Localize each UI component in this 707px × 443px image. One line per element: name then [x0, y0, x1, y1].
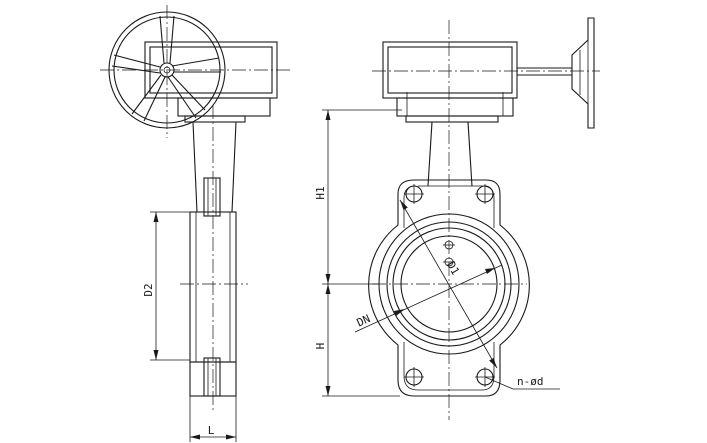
- front-handwheel: [517, 17, 595, 129]
- h1-label: H1: [314, 186, 327, 199]
- side-neck: [192, 121, 237, 217]
- d1-label: D1: [444, 259, 462, 277]
- h-label: H: [314, 343, 327, 350]
- bolt-callout-label: n-ød: [517, 375, 544, 388]
- d2-dimension: [150, 211, 190, 361]
- side-body: [189, 211, 237, 397]
- front-neck: [427, 121, 473, 187]
- l-dimension: [189, 396, 237, 442]
- side-gearbox: [144, 41, 278, 123]
- dn-dimension: [354, 264, 503, 333]
- front-view: H1 H D1 DN n-ød: [314, 17, 600, 420]
- side-view: D2 L: [100, 5, 290, 442]
- d1-dimension: [399, 199, 498, 369]
- bolt-callout-leader: [484, 376, 560, 390]
- l-label: L: [208, 424, 215, 437]
- dn-label: DN: [355, 312, 373, 329]
- d2-label: D2: [142, 283, 155, 296]
- h-dimensions: [322, 109, 402, 397]
- front-gearbox: [382, 41, 518, 123]
